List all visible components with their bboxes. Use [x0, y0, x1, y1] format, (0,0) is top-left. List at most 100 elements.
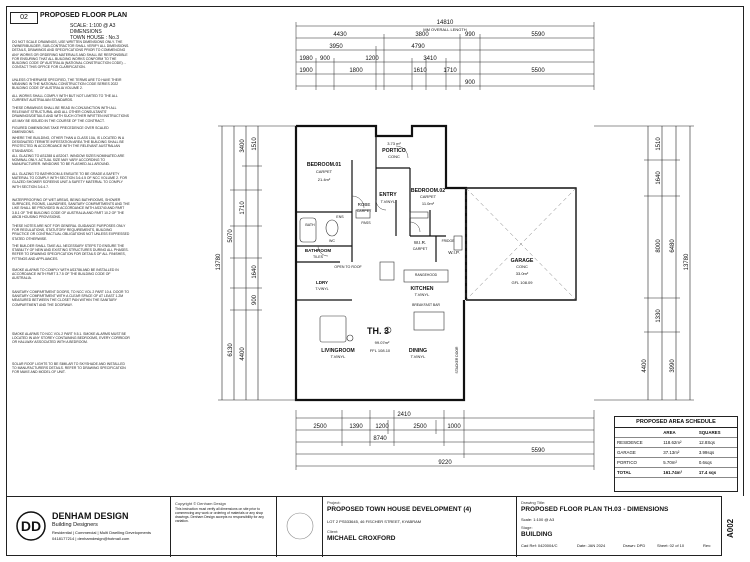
dim-text: 1900: [299, 68, 313, 74]
room-name: W.I.P.: [448, 250, 459, 255]
room-finish: T.VINYL: [331, 354, 346, 359]
misc-label: OPEN TO ROOF: [334, 265, 362, 269]
dim-text: 8740: [373, 436, 387, 442]
internal-walls: [296, 136, 446, 301]
dim-text: 900: [252, 294, 258, 305]
room-name: PORTICO: [382, 148, 406, 154]
dim-text: 1000: [447, 424, 461, 430]
dim-text: 3800: [415, 32, 429, 38]
note-paragraph: THESE DRAWINGS SHALL BE READ IN CONJUNCT…: [12, 106, 129, 123]
dim-text: 5500: [531, 68, 545, 74]
schedule-cell: PORTICO: [615, 457, 662, 468]
dim-text: 5590: [531, 32, 545, 38]
dim-text: 1610: [413, 68, 427, 74]
drawn-by: Drawn: DPD: [623, 543, 646, 548]
dim-text: 1980: [299, 56, 313, 62]
svg-text:DD: DD: [21, 518, 41, 534]
project-address: LOT 2 PS533645, 46 FISCHER STREET, KYABR…: [327, 519, 422, 524]
stage-value: BUILDING: [521, 531, 553, 538]
misc-label: WC: [329, 239, 335, 243]
dim-text: 3990: [670, 359, 676, 373]
dim-text: 1640: [656, 171, 662, 185]
room-finish: CARPET: [413, 247, 428, 251]
room-area: 3.73 m²: [387, 141, 401, 146]
company-logo: DD: [16, 511, 46, 541]
dim-text: 1510: [656, 137, 662, 151]
room-name: DINING: [409, 348, 427, 354]
stage-label: Stage:: [521, 525, 533, 530]
door-swings: [317, 145, 421, 257]
copyright-text: This instruction must verify all dimensi…: [175, 507, 264, 523]
dim-text: 1390: [349, 424, 363, 430]
dim-text: 13780: [216, 253, 222, 270]
dim-text: 3410: [423, 56, 437, 62]
room-name: KITCHEN: [410, 286, 433, 292]
room-name: W.I.R.: [414, 240, 426, 245]
room-area: 11.0m²: [422, 201, 435, 206]
dim-text: MM OVERALL LENGTH: [423, 27, 467, 32]
area-schedule: PROPOSED AREA SCHEDULE AREA SQUARES RESI…: [614, 416, 738, 492]
unit-label: TH. 3: [367, 326, 389, 336]
company-sub: Building Designers: [52, 522, 98, 528]
sheet-meta: SCALE: 1:100 @ A3 DIMENSIONS TOWN HOUSE …: [70, 23, 130, 41]
room-area: 21.4m²: [318, 177, 331, 182]
title-block: DD DENHAM DESIGN Building Designers Resi…: [6, 496, 744, 557]
revision: Rev:: [703, 543, 712, 548]
drawing-date: Date: JAN 2024: [577, 543, 606, 548]
drawing-title: PROPOSED FLOOR PLAN TH.03 - DIMENSIONS: [521, 506, 669, 513]
table-row: TOTAL 161.74m² 17.4 sqs: [615, 467, 737, 478]
room-name: ENTRY: [379, 192, 397, 198]
room-name: LIVINGROOM: [321, 348, 354, 354]
schedule-cell: 0.6sqs: [696, 457, 737, 468]
garage-ffl: GFL 108.09: [512, 280, 534, 285]
table-row: PORTICO 5.70m² 0.6sqs: [615, 457, 737, 468]
dim-text: 4790: [411, 44, 425, 50]
dim-text: 4430: [333, 32, 347, 38]
room-labels: BEDROOM.01 CARPET 21.4m² PORTICO CONC 3.…: [305, 141, 534, 373]
table-row: RESIDENCE 118.62m² 12.8Sqs: [615, 437, 737, 448]
schedule-cell: 17.4 sqs: [696, 467, 737, 478]
schedule-cell: 5.70m²: [661, 457, 697, 468]
dim-text: 900: [465, 80, 476, 86]
unit-ffl: FFL 108.10: [370, 348, 391, 353]
sheet-title: PROPOSED FLOOR PLAN: [40, 12, 128, 19]
room-name: BEDROOM.02: [411, 188, 445, 194]
meta-line: TOWN HOUSE : No.3: [70, 35, 120, 41]
room-finish: T.VINYL: [315, 287, 328, 291]
room-finish: CONC: [388, 154, 400, 159]
client-name: MICHAEL CROXFORD: [327, 535, 396, 542]
dim-text: 2500: [413, 424, 427, 430]
schedule-table: AREA SQUARES RESIDENCE 118.62m² 12.8Sqs …: [615, 428, 737, 478]
misc-label: STACKER DOOR: [455, 346, 459, 373]
dimension-text: 14810 MM OVERALL LENGTH 4430 3800 990 55…: [299, 20, 545, 466]
schedule-col: [615, 428, 662, 438]
misc-label: ENS: [336, 215, 344, 219]
sheet-badge: 02: [10, 12, 38, 24]
drawing-scale: Scale: 1:100 @ A3: [521, 517, 555, 522]
dim-text: 4400: [240, 347, 246, 361]
dim-text: 990: [465, 32, 476, 38]
room-finish: CONC: [516, 264, 528, 269]
copyright-label: Copyright © Denham Design: [175, 501, 226, 506]
note-paragraph: WHERE THE BUILDING, OTHER THAN A CLASS 1…: [12, 136, 124, 153]
note-paragraph: FIGURED DIMENSIONS TAKE PRECEDENCE OVER …: [12, 126, 109, 135]
client-label: Client:: [327, 529, 339, 534]
schedule-cell: RESIDENCE: [615, 437, 662, 448]
note-paragraph: ALL WORKS SHALL COMPLY WITH BUT NOT LIMI…: [12, 94, 118, 103]
project-name: PROPOSED TOWN HOUSE DEVELOPMENT (4): [327, 506, 472, 513]
vertical-dimension-text: 13780 3400 1710 5070 1640 900 4400 6130 …: [216, 137, 690, 373]
dim-text: 8000: [656, 239, 662, 253]
schedule-cell: 3.99sqs: [696, 447, 737, 458]
notes-panel: 02 PROPOSED FLOOR PLAN SCALE: 1:100 @ A3…: [10, 12, 130, 492]
note-paragraph: SANITARY COMPARTMENT DOORS, TO NCC VOL 2…: [12, 290, 130, 307]
dim-text: 9220: [438, 460, 452, 466]
misc-label: BREAKFAST BAR: [412, 303, 440, 307]
note-paragraph: UNLESS OTHERWISE SPECIFIED, THE TERMS AR…: [12, 78, 122, 91]
drawing-number: A002: [726, 518, 735, 538]
room-finish: CARPET: [316, 169, 333, 174]
meta-line: DIMENSIONS: [70, 29, 102, 35]
room-area: 33.0m²: [516, 271, 529, 276]
dim-text: 1800: [349, 68, 363, 74]
note-paragraph: WATERPROOFING OF WET AREAS, BEING BATHRO…: [12, 198, 130, 219]
